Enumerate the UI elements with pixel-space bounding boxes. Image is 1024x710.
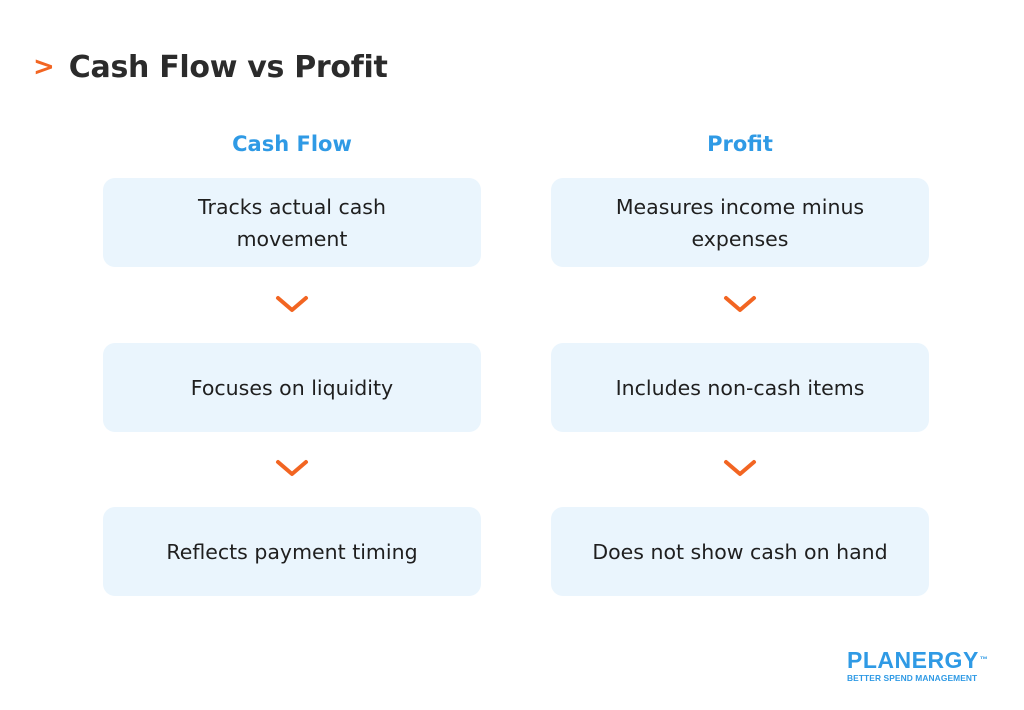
profit-box-2: Includes non-cash items <box>551 343 929 432</box>
planergy-logo: PLANERGY™ BETTER SPEND MANAGEMENT <box>847 648 997 683</box>
cash-flow-box-2: Focuses on liquidity <box>103 343 481 432</box>
column-header-cash-flow: Cash Flow <box>232 132 352 156</box>
box-text: Does not show cash on hand <box>592 539 888 564</box>
chevron-down-icon <box>276 460 308 476</box>
page-title: > Cash Flow vs Profit <box>33 44 388 90</box>
logo-name: PLANERGY <box>847 647 979 673</box>
profit-box-3: Does not show cash on hand <box>551 507 929 596</box>
page-title-text: Cash Flow vs Profit <box>68 49 388 85</box>
box-text: Tracks actual cash movement <box>198 194 386 251</box>
cash-flow-column: Cash Flow Tracks actual cash movement Fo… <box>103 125 481 596</box>
column-header-profit: Profit <box>707 132 773 156</box>
profit-box-1: Measures income minus expenses <box>551 178 929 267</box>
box-text: Includes non-cash items <box>615 375 865 400</box>
cash-flow-box-3: Reflects payment timing <box>103 507 481 596</box>
chevron-down-icon <box>276 296 308 312</box>
profit-column: Profit Measures income minus expenses In… <box>551 125 929 596</box>
box-text: Measures income minus expenses <box>615 194 865 251</box>
chevron-right-icon: > <box>33 52 55 82</box>
chevron-down-icon <box>724 296 756 312</box>
cash-flow-box-1: Tracks actual cash movement <box>103 178 481 267</box>
logo-tagline: BETTER SPEND MANAGEMENT <box>847 673 978 683</box>
chevron-down-icon <box>724 460 756 476</box>
logo-trademark: ™ <box>979 655 989 664</box>
box-text: Focuses on liquidity <box>190 375 394 400</box>
box-text: Reflects payment timing <box>166 539 418 564</box>
